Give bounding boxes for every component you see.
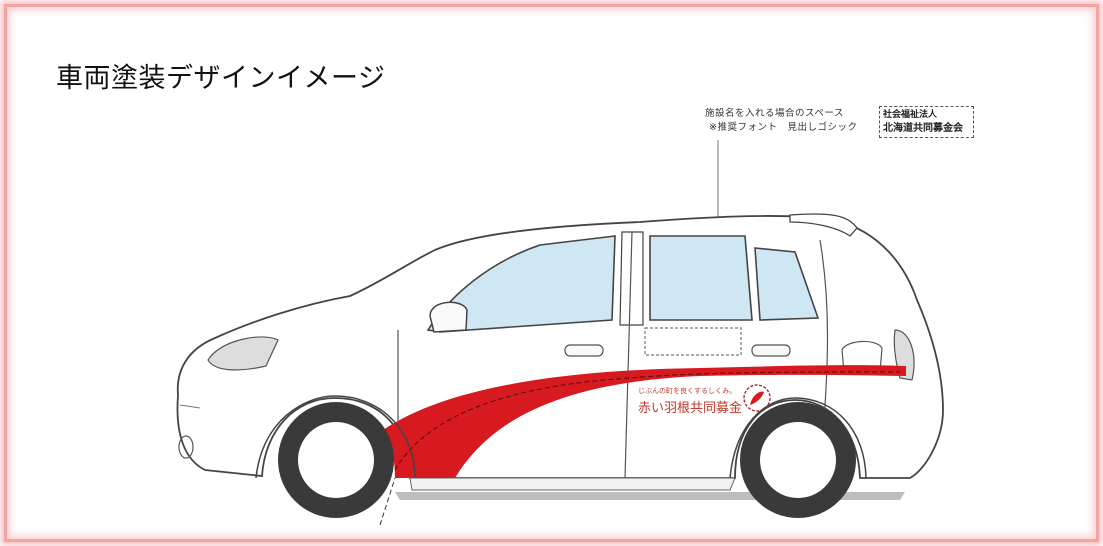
fog-lamp: [178, 435, 194, 459]
side-mirror: [429, 301, 468, 333]
decal-slogan: じぶんの町を良くするしくみ。: [638, 386, 736, 395]
page-title: 車両塗装デザインイメージ: [56, 63, 386, 94]
b-pillar: [619, 231, 644, 326]
roof-spoiler: [789, 213, 858, 237]
rear-wheel-rim: [760, 422, 836, 498]
car-body: [176, 215, 944, 479]
stripe-extension-line: [379, 477, 396, 526]
rear-wheel-arch: [729, 397, 867, 479]
bumper-line: [179, 404, 201, 409]
center-door-line: [624, 231, 633, 479]
rear-door-handle: [751, 344, 791, 357]
headlight: [207, 336, 279, 371]
decal-name: 赤い羽根共同募金: [638, 400, 742, 416]
note-line-space: 施設名を入れる場合のスペース: [705, 108, 844, 119]
red-stripe: [383, 365, 906, 478]
note-line-font: ※推奨フォント 見出しゴシック: [709, 122, 858, 133]
front-wheel-arch: [255, 395, 416, 479]
org-name-label: 北海道共同募金会: [883, 123, 963, 134]
feather-icon: [750, 391, 764, 405]
rocker-panel: [409, 477, 736, 491]
stripe-guide-line: [394, 371, 901, 471]
front-door-handle: [564, 344, 604, 357]
rear-door-window: [649, 235, 753, 321]
quarter-window: [754, 247, 820, 321]
facility-name-space: [644, 327, 742, 356]
org-type-label: 社会福祉法人: [883, 110, 938, 120]
org-name-box: 社会福祉法人 北海道共同募金会: [879, 106, 974, 138]
front-wheel-rim: [298, 422, 374, 498]
facility-name-note: 施設名を入れる場合のスペース ※推奨フォント 見出しゴシック: [705, 107, 857, 135]
